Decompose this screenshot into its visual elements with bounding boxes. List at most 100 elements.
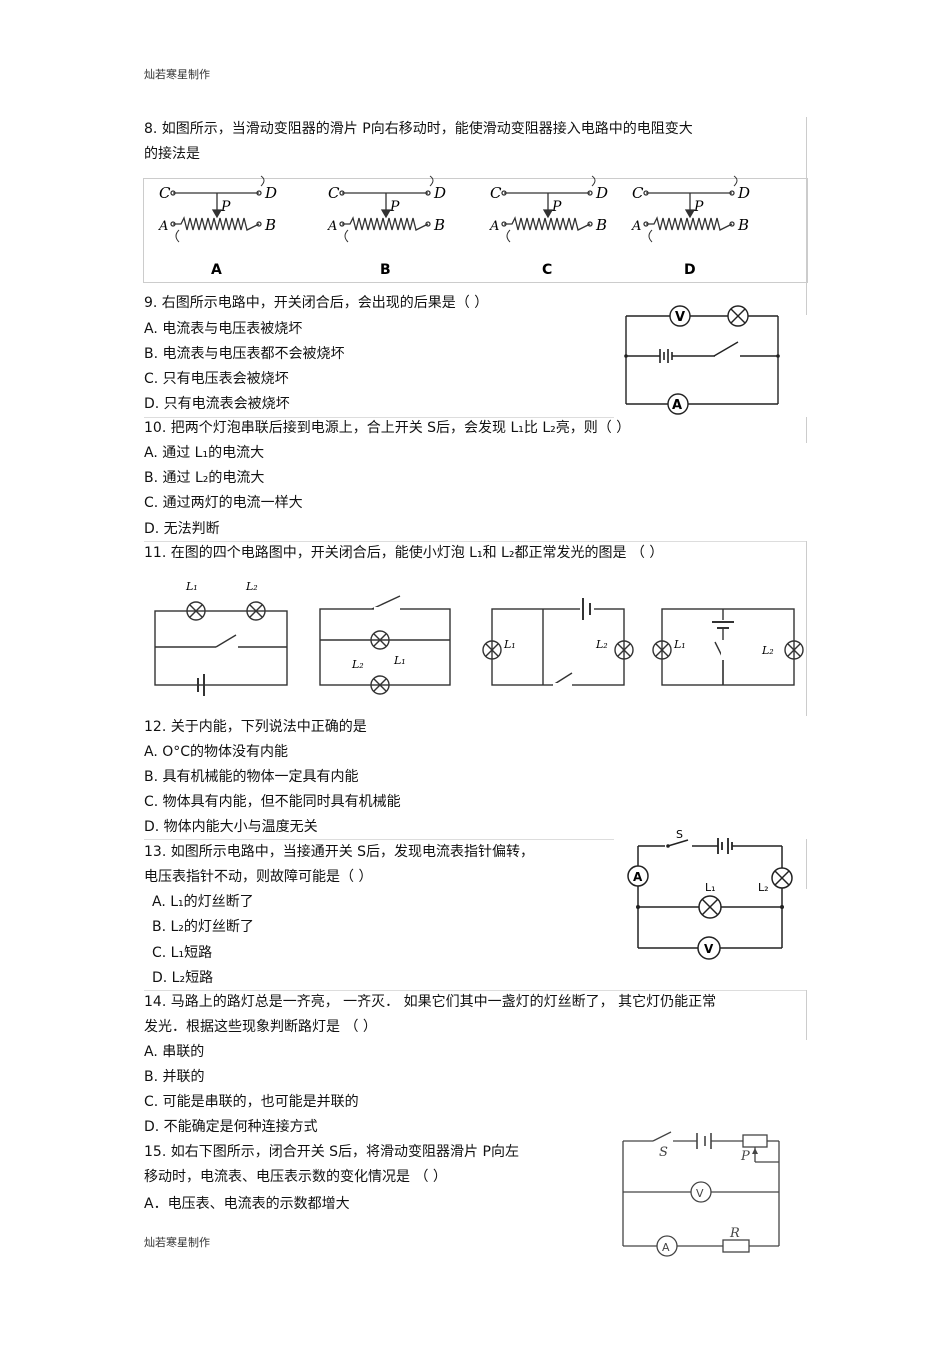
q8-slider-p-label: P (220, 199, 231, 215)
q8-figure-label-b: B (380, 262, 391, 278)
q8-terminal-c-label: C (632, 184, 644, 202)
q15-circuit-figure: S P V A R (622, 1131, 780, 1257)
q8-rheostat-b (339, 175, 434, 243)
q10-stem: 10. 把两个灯泡串联后接到电源上，合上开关 S后，会发现 L₁比 L₂亮，则（… (144, 420, 631, 436)
q9-option-b: B. 电流表与电压表都不会被烧坏 (144, 346, 345, 362)
q12-option-b: B. 具有机械能的物体一定具有内能 (144, 769, 359, 785)
scan-line (806, 117, 807, 315)
q13-l1-label: L₁ (705, 881, 716, 894)
q13-option-d: D. L₂短路 (152, 970, 214, 986)
q8-terminal-d-label: D (264, 184, 277, 202)
q8-stem-line1: 8. 如图所示，当滑动变阻器的滑片 P向右移动时，能使滑动变阻器接入电路中的电阻… (144, 121, 693, 137)
q12-option-a: A. O°C的物体没有内能 (144, 744, 289, 760)
q15-ammeter-label: A (662, 1241, 670, 1254)
scan-line (144, 839, 614, 840)
q15-stem-line1: 15. 如右下图所示，闭合开关 S后，将滑动变阻器滑片 P向左 (144, 1144, 519, 1160)
q13-l2-label: L₂ (758, 881, 769, 894)
q8-terminal-a-label: A (489, 219, 499, 234)
q8-rheostat-d (643, 175, 738, 243)
scan-line (144, 417, 614, 418)
q8-terminal-d-label: D (737, 184, 750, 202)
q9-option-d: D. 只有电流表会被烧坏 (144, 396, 290, 412)
q8-terminal-b-label: B (737, 216, 749, 234)
q8-figure-label-c: C (542, 262, 552, 278)
q11-c3-l1-label: L₁ (503, 638, 516, 651)
q13-ammeter-label: A (633, 870, 643, 884)
q8-slider-p-label: P (551, 199, 562, 215)
q11-circuit-2 (319, 595, 451, 695)
q8-terminal-a-label: A (631, 219, 641, 234)
page-footer: 灿若寒星制作 (144, 1236, 210, 1249)
q14-option-a: A. 串联的 (144, 1044, 205, 1060)
q8-terminal-a-label: A (327, 219, 337, 234)
q15-voltmeter-label: V (696, 1187, 704, 1200)
q8-terminal-c-label: C (159, 184, 171, 202)
q8-figure-label-d: D (684, 262, 696, 278)
q9-option-a: A. 电流表与电压表被烧坏 (144, 321, 303, 337)
q11-c2-l2-label: L₂ (351, 658, 364, 671)
q13-stem-line1: 13. 如图所示电路中，当接通开关 S后，发现电流表指针偏转， (144, 844, 535, 860)
q15-option-a: A．电压表、电流表的示数都增大 (144, 1196, 350, 1212)
q14-stem-line1: 14. 马路上的路灯总是一齐亮， 一齐灭． 如果它们其中一盏灯的灯丝断了， 其它… (144, 994, 717, 1010)
q8-terminal-a-label: A (158, 219, 168, 234)
q8-rheostat-c (501, 175, 596, 243)
q14-option-b: B. 并联的 (144, 1069, 205, 1085)
q15-stem-line2: 移动时，电流表、电压表示数的变化情况是 （ ） (144, 1169, 447, 1185)
page-header: 灿若寒星制作 (144, 68, 210, 81)
q8-figure-label-a: A (211, 262, 222, 278)
q8-rheostat-figure: C D A B P A C D A B P B C D A B P C C D A B P D (158, 175, 750, 278)
q13-option-b: B. L₂的灯丝断了 (152, 919, 254, 935)
q8-terminal-c-label: C (328, 184, 340, 202)
q9-option-c: C. 只有电压表会被烧坏 (144, 371, 289, 387)
q9-voltmeter-label: V (675, 310, 685, 325)
scan-line (144, 541, 806, 542)
q9-stem: 9. 右图所示电路中，开关闭合后，会出现的后果是（ ） (144, 295, 489, 311)
q13-circuit-figure: S L₁ L₂ A V (627, 828, 793, 960)
q14-stem-line2: 发光．根据这些现象判断路灯是 （ ） (144, 1019, 377, 1035)
q9-ammeter-label: A (672, 398, 682, 413)
q8-terminal-b-label: B (595, 216, 607, 234)
q13-option-c: C. L₁短路 (152, 945, 213, 961)
q8-terminal-d-label: D (595, 184, 608, 202)
q13-option-a: A. L₁的灯丝断了 (152, 894, 254, 910)
q14-option-c: C. 可能是串联的，也可能是并联的 (144, 1094, 359, 1110)
q10-option-a: A. 通过 L₁的电流大 (144, 445, 265, 461)
scan-line (806, 417, 807, 443)
q8-figure-frame (143, 178, 808, 283)
scan-line (806, 839, 807, 889)
q11-circuit-1 (154, 601, 288, 686)
q8-rheostat-a (170, 175, 265, 243)
q13-stem-line2: 电压表指针不动，则故障可能是（ ） (144, 869, 373, 885)
q8-terminal-b-label: B (264, 216, 276, 234)
q8-stem-line2: 的接法是 (144, 146, 200, 162)
q13-voltmeter-label: V (704, 942, 714, 956)
q14-option-d: D. 不能确定是何种连接方式 (144, 1119, 318, 1135)
q8-slider-p-label: P (693, 199, 704, 215)
q11-c4-l2-label: L₂ (761, 644, 774, 657)
q15-switch-label: S (659, 1145, 668, 1160)
q12-stem: 12. 关于内能，下列说法中正确的是 (144, 719, 367, 735)
q11-c4-l1-label: L₁ (673, 638, 686, 651)
scan-line (806, 541, 807, 716)
q8-terminal-b-label: B (433, 216, 445, 234)
q11-c1-l1-label: L₁ (185, 580, 198, 593)
q11-stem: 11. 在图的四个电路图中，开关闭合后，能使小灯泡 L₁和 L₂都正常发光的图是… (144, 545, 664, 561)
q13-switch-label: S (676, 828, 683, 841)
q10-option-c: C. 通过两灯的电流一样大 (144, 495, 303, 511)
q15-resistor-label: R (729, 1226, 740, 1241)
scan-line (806, 990, 807, 1040)
q8-slider-p-label: P (389, 199, 400, 215)
q11-circuits-figure: L₁ L₂ L₂ L₁ L₁ L₂ L₁ L₂ (154, 580, 804, 696)
q10-option-d: D. 无法判断 (144, 521, 220, 537)
q11-c3-l2-label: L₂ (595, 638, 608, 651)
q8-terminal-c-label: C (490, 184, 502, 202)
q12-option-c: C. 物体具有内能，但不能同时具有机械能 (144, 794, 401, 810)
q10-option-b: B. 通过 L₂的电流大 (144, 470, 265, 486)
q11-c2-l1-label: L₁ (393, 654, 406, 667)
q12-option-d: D. 物体内能大小与温度无关 (144, 819, 318, 835)
q15-slider-label: P (740, 1149, 750, 1164)
q8-terminal-d-label: D (433, 184, 446, 202)
scan-line (144, 990, 806, 991)
q9-circuit-figure: V A (624, 305, 780, 415)
q11-c1-l2-label: L₂ (245, 580, 258, 593)
